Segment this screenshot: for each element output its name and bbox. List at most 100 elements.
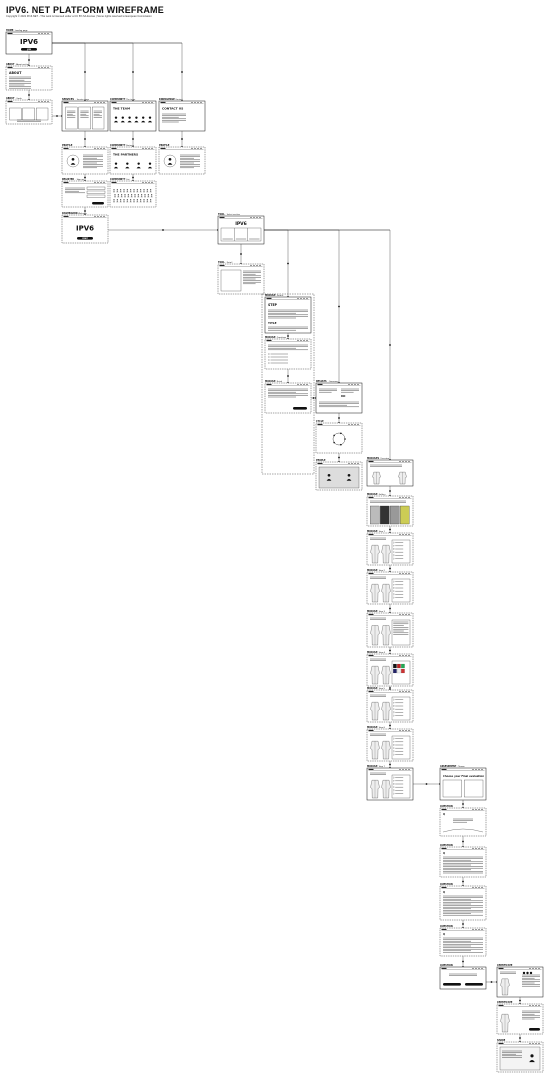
nav-item [478,968,480,969]
nav-item [41,67,43,68]
nav-item [399,461,401,462]
download-button [529,1028,540,1031]
nav-item [148,102,150,103]
choice-card [442,779,462,798]
person-head-icon [136,189,138,191]
logo-mark [498,1004,504,1006]
frame-sublabel: · Welcome [77,213,88,215]
checkbox [393,587,395,589]
person-body-icon [123,196,127,198]
nav-item [97,102,99,103]
person-head-icon [143,199,145,201]
nav-item [38,101,40,102]
frame-label: MODULE [367,530,378,533]
section-heading: TITLE [268,321,277,325]
frame-label: TOOL [218,261,225,264]
radio-option [268,359,270,361]
frame-border [217,215,265,245]
frame-cycle: CYCLE [315,420,363,454]
frame-module3: MODULE· Finish [264,380,312,414]
nav-item [145,148,147,149]
photo-thumb [390,505,400,525]
nav-item [306,384,308,385]
nav-item [148,148,150,149]
frame-sublabel: · Choose [457,766,466,768]
frame-label: MODULE [367,569,378,572]
nav-item [481,887,483,888]
logo-mark [317,383,323,385]
nav-item [399,534,401,535]
color-swatch [393,663,397,669]
connector-dot [462,960,464,963]
nav-item [103,148,105,149]
nav-item [100,182,102,183]
person-head-icon [120,189,122,191]
connector-dot [84,176,86,179]
nav-item [478,929,480,930]
frame-label: SERVICES [62,98,74,101]
frame-label: TOOL [218,213,225,216]
photo-thumb [400,505,410,525]
cta-label: JOIN [26,49,32,51]
next-button [293,407,307,410]
person-body-icon [136,166,141,169]
frame-label: QUESTION [440,844,453,847]
options-panel [391,660,411,685]
person-head-icon [121,116,124,119]
nav-item [351,384,353,385]
nav-item [535,1005,537,1006]
frame-m03: MODULE· Step 2 [366,569,414,605]
nav-item [354,384,356,385]
person-body-icon [140,196,143,198]
nav-item [478,809,480,810]
service-card [92,106,105,130]
cta-button [21,48,37,51]
nav-item [472,769,474,770]
frame-cert3: SHARE [496,1039,544,1073]
person-body-icon [130,196,133,198]
frame-label: MODULE [265,380,276,383]
frame-sublabel: · Step 6 [378,726,386,729]
person-head-icon [113,189,115,191]
connector-dot [287,262,289,265]
person-body-icon [136,201,139,203]
person-body-icon [132,191,136,193]
nav-item [475,968,477,969]
logo-mark [7,32,13,34]
nav-item [408,461,410,462]
photo-thumb [380,505,390,525]
frame-label: HOME [6,29,14,32]
frame-m06: MODULE· Step 5 [366,687,414,723]
nav-item [145,102,147,103]
nav-item [472,848,474,849]
connector-dot [462,803,464,805]
frame-label: QUESTION [440,925,453,928]
nav-item [94,216,96,217]
person-head-icon [124,194,126,196]
nav-item [151,182,153,183]
person-body-icon [113,120,119,123]
nav-item [357,424,359,425]
person-body-icon [149,201,152,203]
connector-dot [132,138,134,140]
nav-item [538,968,540,969]
frame-border [109,180,157,208]
checkbox [393,776,395,779]
frame-label: COMMUNITY [110,98,126,101]
frame-sublabel: · Step 3 [378,610,386,613]
nav-item [250,265,252,266]
options-panel [391,619,411,646]
nav-item [529,968,531,969]
nav-item [259,265,261,266]
checkbox [393,714,395,717]
checkbox [393,783,395,785]
section-heading: THE TEAM [113,107,130,111]
nav-item [532,1005,534,1006]
person-head-icon [114,116,118,119]
choice-card [464,779,484,798]
nav-item [399,730,401,731]
frame-detail: TOOL· Detail [217,261,265,295]
